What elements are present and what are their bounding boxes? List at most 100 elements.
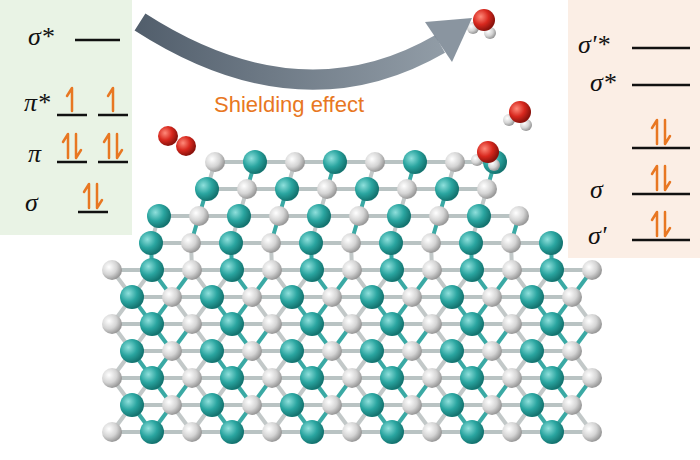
light-atom [242,287,262,307]
lattice-atoms [102,150,602,444]
light-atom [181,233,201,253]
metal-atom [380,366,404,390]
metal-atom [300,312,324,336]
lattice-bonds [112,162,592,432]
light-atom [402,341,422,361]
metal-atom [300,420,324,444]
oxygen-atom [477,141,499,163]
spin-up-arrow [652,166,657,190]
metal-atom [460,366,484,390]
metal-atom [440,285,464,309]
light-atom [582,368,602,388]
light-atom [502,314,522,334]
metal-atom [360,285,384,309]
light-atom [482,287,502,307]
orbital-label: σ' [588,223,606,249]
metal-atom [147,204,171,228]
metal-atom [140,420,164,444]
metal-atom [540,366,564,390]
metal-atom [460,420,484,444]
light-atom [562,287,582,307]
metal-atom [540,312,564,336]
light-atom [162,395,182,415]
light-atom [269,206,289,226]
light-atom [322,341,342,361]
effect-label: Shielding effect [214,94,364,116]
orbital-panel: σ*π*πσ [0,0,132,235]
energy-level [98,161,128,164]
metal-atom [140,312,164,336]
light-atom [365,152,385,172]
light-atom [237,179,257,199]
energy-level [632,84,690,87]
light-atom [582,260,602,280]
metal-atom [220,420,244,444]
light-atom [342,314,362,334]
energy-level [632,47,690,50]
orbital-label: σ* [28,24,54,50]
metal-atom [380,312,404,336]
energy-level [632,193,690,196]
metal-atom [200,339,224,363]
spin-down-arrow [97,184,102,208]
light-atom [322,287,342,307]
metal-atom [300,366,324,390]
metal-atom [120,285,144,309]
curved-arrow-head [425,18,472,62]
right-panel-ground [568,0,700,258]
spin-down-arrow [665,120,670,144]
light-atom [102,314,122,334]
metal-atom [280,393,304,417]
spin-up-arrow [652,212,657,236]
metal-atom [227,204,251,228]
metal-atom [520,339,544,363]
light-atom [189,206,209,226]
light-atom [502,368,522,388]
light-atom [162,287,182,307]
spin-up-arrow [652,120,657,144]
light-atom [262,314,282,334]
spin-down-arrow [665,166,670,190]
metal-atom [299,231,323,255]
metal-atom [460,258,484,282]
metal-atom [200,285,224,309]
crystal-lattice [102,150,602,444]
orbital-label: π [28,141,41,167]
spin-up-arrow [108,88,113,111]
light-atom [429,206,449,226]
light-atom [322,395,342,415]
spin-up-arrow [67,88,72,111]
light-atom [342,368,362,388]
molecules [158,9,532,171]
metal-atom [120,393,144,417]
light-atom [422,260,442,280]
left-panel-ground [0,0,132,235]
light-atom [205,152,225,172]
light-atom [397,179,417,199]
light-atom [102,368,122,388]
metal-atom [360,393,384,417]
light-atom [102,260,122,280]
light-atom [482,341,502,361]
metal-atom [200,393,224,417]
spin-down-arrow [117,134,122,158]
metal-atom [440,393,464,417]
metal-atom [243,150,267,174]
orbital-label: σ [590,177,603,203]
light-atom [582,314,602,334]
metal-atom [220,312,244,336]
energy-level [57,114,87,117]
metal-atom [219,231,243,255]
light-atom [562,395,582,415]
spin-arrows [63,88,670,236]
energy-levels [57,40,690,240]
metal-atom [380,258,404,282]
light-atom [342,422,362,442]
light-atom [262,260,282,280]
light-atom [342,260,362,280]
light-atom [562,341,582,361]
oxygen-atom [158,126,178,146]
spin-up-arrow [63,134,68,158]
spin-up-arrow [84,184,89,208]
spin-down-arrow [665,212,670,236]
